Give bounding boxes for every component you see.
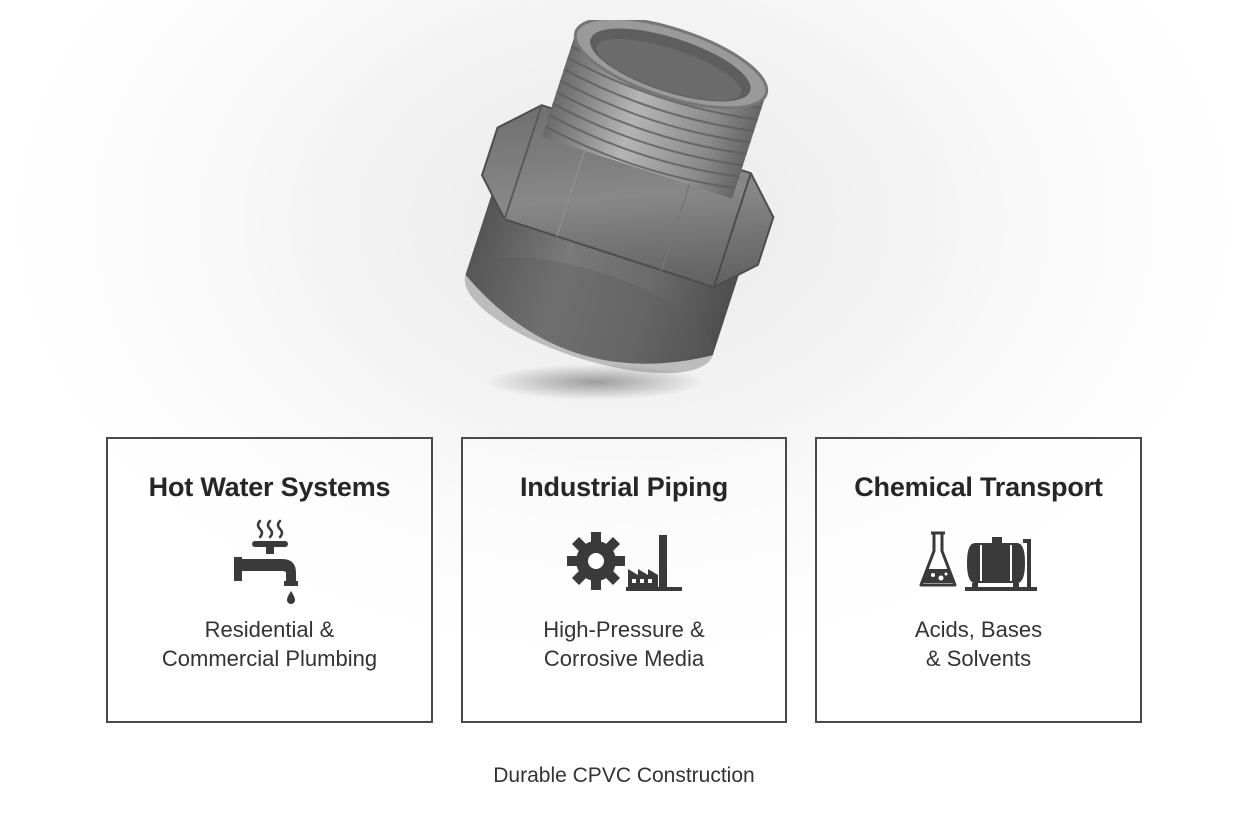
card-description-line: Acids, Bases — [914, 617, 1043, 642]
card-title: Industrial Piping — [519, 472, 729, 502]
card-title: Chemical Transport — [854, 472, 1103, 502]
card-description: High-Pressure & Corrosive Media — [463, 615, 785, 673]
card-description-line: & Solvents — [925, 646, 1032, 671]
footer-caption: Durable CPVC Construction — [493, 764, 755, 787]
card-description-line: High-Pressure & — [543, 617, 705, 642]
card-description: Acids, Bases & Solvents — [817, 615, 1140, 673]
card-description-line: Residential & — [204, 617, 335, 642]
gear-factory-icon — [463, 515, 785, 607]
card-description-line: Commercial Plumbing — [161, 646, 378, 671]
hot-water-faucet-icon — [108, 515, 431, 607]
hot-water-systems-card: Hot Water Systems Residential & Commerci… — [106, 437, 433, 723]
card-title: Hot Water Systems — [148, 472, 391, 502]
card-description: Residential & Commercial Plumbing — [108, 615, 431, 673]
chemical-transport-card: Chemical Transport — [815, 437, 1142, 723]
card-description-line: Corrosive Media — [543, 646, 705, 671]
flask-tank-icon — [817, 515, 1140, 607]
industrial-piping-card: Industrial Piping — [461, 437, 787, 723]
cpvc-fitting-image — [420, 16, 820, 420]
